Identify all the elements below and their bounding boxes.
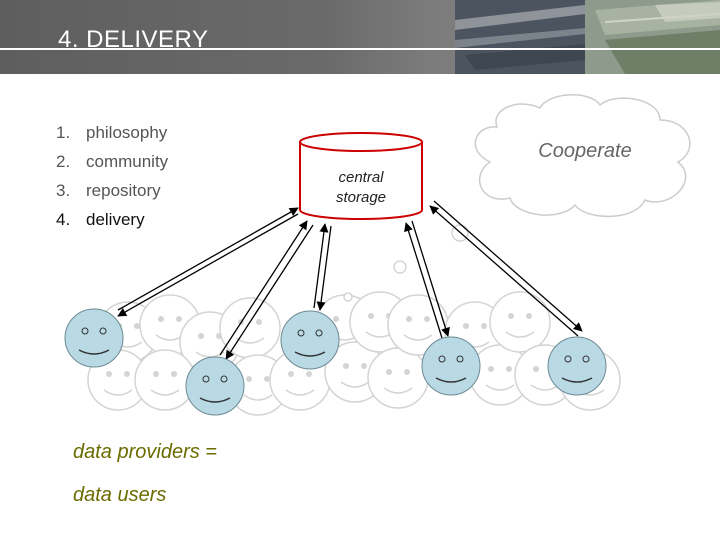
smiley-face-icon <box>64 308 124 368</box>
storage-label: central storage <box>300 168 422 208</box>
header-divider <box>0 48 720 50</box>
exchange-arrows <box>117 200 583 360</box>
smiley-face-icon <box>185 356 245 416</box>
crowd-face <box>489 291 551 353</box>
smiley-face-icon <box>421 336 481 396</box>
arrow-to-storage <box>117 207 299 311</box>
agenda-list: 1. philosophy 2. community 3. repository 4.… <box>56 118 168 234</box>
agenda-number: 3. <box>56 181 71 200</box>
slide-title: 4. DELIVERY <box>58 26 209 53</box>
smiley-face-icon <box>547 336 607 396</box>
arrow-to-user <box>433 200 583 332</box>
arrow-to-user <box>225 224 314 360</box>
crowd-face <box>134 349 196 411</box>
arrow-to-user <box>316 225 332 311</box>
arrow-to-user <box>117 213 299 317</box>
agenda-label: philosophy <box>86 123 168 142</box>
smiley-face-icon <box>280 310 340 370</box>
background-crowd <box>87 291 621 416</box>
cooperate-cloud <box>343 94 691 302</box>
aerial-photo <box>455 0 720 74</box>
agenda-number: 1. <box>56 123 71 142</box>
caption-line-2: data users <box>73 484 167 506</box>
header-band: 4. DELIVERY <box>0 0 720 74</box>
caption-line-1: data providers = <box>73 441 217 463</box>
agenda-number: 4. <box>56 210 71 229</box>
cloud-label: Cooperate <box>538 140 632 162</box>
crowd-face <box>219 297 281 359</box>
agenda-label: delivery <box>86 210 145 229</box>
arrow-to-storage <box>313 223 329 309</box>
storage-label-line: central <box>338 169 384 186</box>
agenda-item-community: 2. community <box>56 147 168 176</box>
agenda-item-repository: 3. repository <box>56 176 168 205</box>
arrow-to-storage <box>219 220 308 356</box>
crowd-face <box>367 347 429 409</box>
arrow-to-user <box>411 220 450 337</box>
central-storage-cylinder <box>299 132 423 220</box>
agenda-item-delivery: 4. delivery <box>56 205 168 234</box>
agenda-item-philosophy: 1. philosophy <box>56 118 168 147</box>
agenda-number: 2. <box>56 152 71 171</box>
arrow-to-storage <box>429 205 579 337</box>
arrow-to-storage <box>404 222 443 339</box>
storage-label-line: storage <box>335 189 387 206</box>
agenda-label: repository <box>86 181 161 200</box>
agenda-label: community <box>86 152 169 171</box>
